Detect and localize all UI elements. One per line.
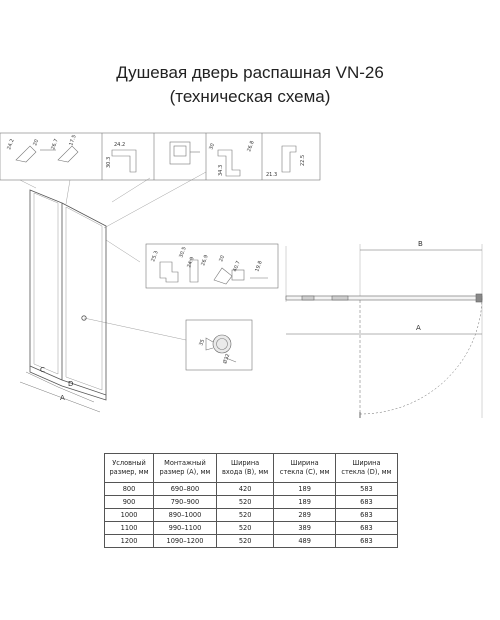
dim-label: 25.3	[150, 250, 159, 263]
table-cell: 790–900	[153, 495, 217, 509]
knob-dim-diameter: Ø32	[221, 353, 231, 365]
table-cell: 489	[273, 534, 336, 548]
plan-label-b: B	[418, 240, 423, 248]
table-cell: 189	[273, 495, 336, 509]
dim-label: 40.7	[232, 260, 241, 273]
dim-label: 21.3	[266, 172, 277, 178]
dim-label: 24.9	[186, 256, 195, 269]
table-row: 1000 890–1000 520 289 683	[103, 508, 399, 522]
table-cell: 389	[273, 521, 336, 535]
table-cell: 420	[215, 482, 275, 496]
title-line-1: Душевая дверь распашная VN-26	[116, 63, 384, 82]
dim-label: 24.2	[114, 142, 125, 148]
dim-label: 26.8	[246, 140, 255, 153]
door-perspective	[19, 189, 107, 413]
table-cell: 1000	[103, 508, 155, 522]
table-cell: 890–1000	[153, 508, 217, 522]
dim-label: 34.3	[218, 165, 224, 176]
table-cell: 520	[215, 495, 275, 509]
table-row: 1100 990–1100 520 389 683	[103, 521, 399, 535]
dim-label: 20	[32, 139, 40, 147]
door-label-c: C	[40, 366, 45, 374]
dim-label: 22.5	[300, 155, 306, 166]
dim-label: 30.5	[178, 246, 187, 259]
table-cell: 683	[334, 508, 399, 522]
table-row: 800 690–800 420 189 583	[103, 482, 399, 496]
door-dim-labels: C D A	[40, 366, 73, 402]
table-cell: 1090–1200	[153, 534, 217, 548]
table-cell: 990–1100	[153, 521, 217, 535]
dim-label: 20	[218, 255, 226, 263]
dim-label: 30.3	[106, 157, 112, 168]
dim-label: 26.7	[50, 138, 59, 151]
table-cell: 690–800	[153, 482, 217, 496]
table-row: 900 790–900 520 189 683	[103, 495, 399, 509]
title-line-2: (техническая схема)	[169, 87, 331, 106]
dim-label: 30	[208, 143, 216, 151]
dim-label: 26.9	[200, 254, 209, 267]
door-label-a: A	[60, 394, 65, 402]
table-cell: 683	[334, 534, 399, 548]
leader-lines	[19, 171, 207, 341]
profile-callout	[145, 243, 279, 289]
table-cell: 683	[334, 495, 399, 509]
table-cell: 520	[215, 508, 275, 522]
dim-label: 19.8	[254, 260, 263, 273]
plan-label-a: A	[416, 324, 421, 332]
detail-strip-dim-labels: 24.2 20 26.7 17.5 24.2 30.3 30 34.3 26.8…	[6, 134, 306, 178]
plan-view	[285, 244, 483, 418]
detail-strip	[0, 132, 321, 181]
dim-label: 24.2	[6, 138, 15, 151]
plan-view-labels: B A	[416, 240, 423, 332]
table-cell: 1200	[103, 534, 155, 548]
table-cell: 800	[103, 482, 155, 496]
knob-dim-labels: 35 Ø32	[198, 339, 231, 365]
table-cell: 189	[273, 482, 336, 496]
profile-callout-dim-labels: 25.3 30.5 24.9 26.9 20 40.7 19.8	[150, 246, 263, 273]
knob-dim-length: 35	[198, 339, 206, 347]
dim-label: 17.5	[68, 134, 77, 147]
table-cell: 520	[215, 534, 275, 548]
table-cell: 1100	[103, 521, 155, 535]
knob-callout	[185, 319, 253, 371]
table-cell: 683	[334, 521, 399, 535]
door-label-d: D	[68, 380, 73, 388]
table-row: 1200 1090–1200 520 489 683	[103, 534, 399, 548]
table-cell: 520	[215, 521, 275, 535]
table-cell: 289	[273, 508, 336, 522]
table-cell: 900	[103, 495, 155, 509]
table-cell: 583	[334, 482, 399, 496]
